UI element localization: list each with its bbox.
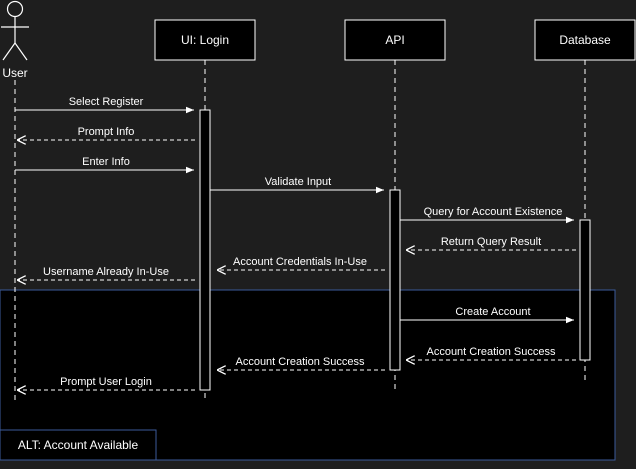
message-label-3: Enter Info [82,156,130,168]
message-label-8: Username Already In-Use [43,266,169,278]
database-box [534,19,636,61]
ui-activation-bar [199,109,211,391]
api-box [344,19,446,61]
message-label-7: Account Credentials In-Use [233,256,367,268]
message-label-12: Prompt User Login [60,376,152,388]
message-label-2: Prompt Info [78,126,135,138]
message-label-4: Validate Input [265,176,331,188]
alt-fragment-label-box [0,429,157,461]
message-label-11: Account Creation Success [235,356,365,368]
alt-fragment-label: ALT: Account Available [18,438,139,452]
user-actor-icon [1,0,29,61]
message-label-9: Create Account [455,306,530,318]
message-label-5: Query for Account Existence [424,206,563,218]
message-label-10: Account Creation Success [426,346,556,358]
database-label: Database [559,33,611,47]
api-label: API [385,33,404,47]
message-label-6: Return Query Result [441,236,541,248]
ui-login-label: UI: Login [181,33,229,47]
ui-login-box [154,19,256,61]
db-activation-bar [579,219,591,361]
user-actor-label: User [2,66,27,80]
message-label-1: Select Register [69,96,144,108]
api-activation-bar [389,189,401,371]
